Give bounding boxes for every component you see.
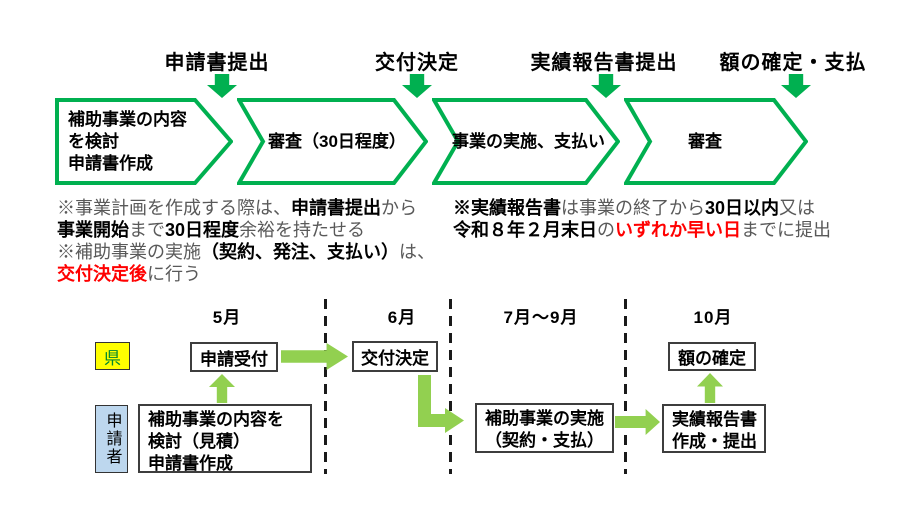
note-line: ※事業計画を作成する際は、申請書提出から <box>57 198 417 218</box>
stage-text-plan: 補助事業の内容 を検討 申請書作成 <box>68 110 187 173</box>
actor-label-prefecture: 県 <box>95 342 130 370</box>
note-right: ※実績報告書は事業の終了から30日以内又は 令和８年２月末日のいずれか早い日まで… <box>453 197 831 241</box>
month-label-may: 5月 <box>212 308 242 327</box>
note-line: ※実績報告書は事業の終了から30日以内又は <box>453 198 816 218</box>
up-arrow-icon <box>209 374 235 403</box>
chevron-stage-review2 <box>624 98 808 185</box>
note-line: 令和８年２月末日のいずれか早い日までに提出 <box>453 220 831 240</box>
stage-text-review2: 審査 <box>688 132 722 151</box>
note-line: 事業開始まで30日程度余裕を持たせる <box>57 220 366 240</box>
down-arrow-icon <box>591 74 621 98</box>
right-arrow-icon <box>281 343 348 370</box>
up-arrow-icon <box>697 373 723 403</box>
milestone-label-application-submit: 申請書提出 <box>164 52 270 74</box>
column-divider <box>624 299 627 474</box>
right-arrow-icon <box>615 409 660 435</box>
chevron-stage-plan <box>55 98 233 185</box>
elbow-arrow-icon <box>418 375 464 438</box>
month-label-june: 6月 <box>387 308 417 327</box>
note-line: 交付決定後に行う <box>57 264 201 284</box>
down-arrow-icon <box>781 74 811 98</box>
note-line: ※補助事業の実施（契約、発注、支払い）は、 <box>57 242 435 262</box>
actor-label-applicant: 申請者 <box>95 405 128 473</box>
chevron-stage-implement <box>432 98 620 185</box>
box-report-creation: 実績報告書 作成・提出 <box>662 404 766 453</box>
stage-text-review1: 審査（30日程度） <box>268 132 406 151</box>
stage-text-implement: 事業の実施、支払い <box>452 132 605 151</box>
box-application-accept: 申請受付 <box>190 342 278 372</box>
chevron-stage-review1 <box>237 98 428 185</box>
down-arrow-icon <box>402 74 432 98</box>
column-divider <box>324 299 327 474</box>
month-label-october: 10月 <box>693 308 733 327</box>
note-left: ※事業計画を作成する際は、申請書提出から 事業開始まで30日程度余裕を持たせる … <box>57 197 435 285</box>
box-amount-determination: 額の確定 <box>668 342 756 371</box>
down-arrow-icon <box>207 74 237 98</box>
milestone-label-report-submit: 実績報告書提出 <box>530 52 678 74</box>
milestone-label-amount-payment: 額の確定・支払 <box>719 52 867 74</box>
box-plan-application: 補助事業の内容を 検討（見積） 申請書作成 <box>138 404 312 473</box>
box-project-implementation: 補助事業の実施 （契約・支払） <box>475 403 614 453</box>
month-label-july-september: 7月～9月 <box>503 308 579 327</box>
column-divider <box>449 299 452 474</box>
milestone-label-grant-decision: 交付決定 <box>375 52 459 74</box>
box-grant-decision: 交付決定 <box>352 341 438 372</box>
